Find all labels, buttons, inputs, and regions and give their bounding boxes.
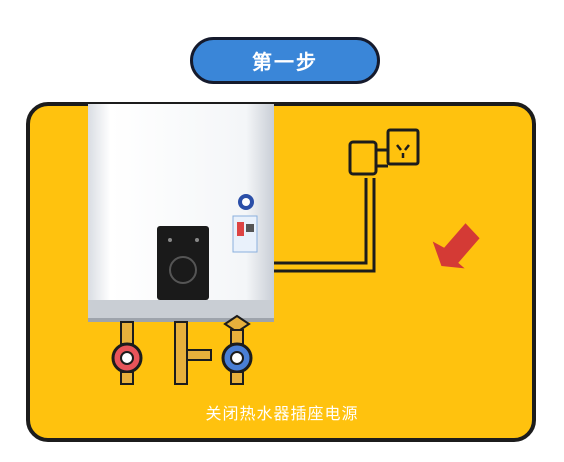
water-heater-icon bbox=[88, 104, 274, 322]
hot-water-valve-icon bbox=[111, 321, 143, 385]
power-cord bbox=[274, 178, 376, 273]
power-plug-icon bbox=[348, 140, 388, 176]
step-label: 第一步 bbox=[252, 50, 318, 74]
caption: 关闭热水器插座电源 bbox=[205, 404, 359, 423]
gas-valve-icon bbox=[174, 321, 212, 385]
pointer-arrow-icon bbox=[432, 223, 480, 269]
cold-water-valve-icon bbox=[221, 314, 253, 385]
step-badge: 第一步 bbox=[190, 37, 380, 84]
wall-socket-icon bbox=[386, 128, 420, 166]
